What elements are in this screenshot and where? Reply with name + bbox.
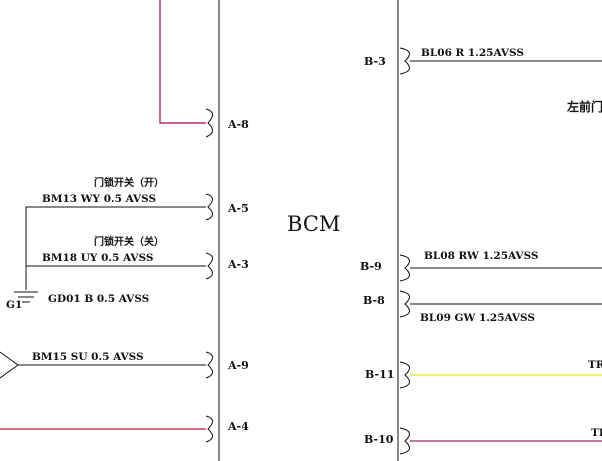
note-a3: 门锁开关（关） (94, 235, 164, 248)
connector-b8 (399, 290, 410, 318)
pin-label-b11: B-11 (365, 368, 394, 381)
pin-label-b8: B-8 (363, 294, 385, 307)
pin-a4: A-4 (0, 415, 249, 443)
pin-label-b9: B-9 (360, 260, 382, 273)
pin-a5: A-5 BM13 WY 0.5 AVSS 门锁开关（开） (25, 176, 249, 290)
wire-label-b8: BL09 GW 1.25AVSS (420, 312, 535, 324)
pin-label-a5: A-5 (227, 202, 249, 215)
bcm-module-title: BCM (287, 212, 340, 236)
wire-label-a5: BM13 WY 0.5 AVSS (42, 193, 156, 205)
pin-b3: B-3 BL06 R 1.25AVSS (364, 47, 602, 75)
connector-a4 (205, 415, 213, 443)
connector-b10 (399, 427, 410, 455)
wire-label-b11: TR (588, 359, 602, 371)
note-a5: 门锁开关（开） (94, 176, 164, 189)
pin-label-a9: A-9 (227, 359, 249, 372)
pin-a3: A-3 BM18 UY 0.5 AVSS 门锁开关（关） (26, 235, 249, 280)
wire-a8 (159, 0, 206, 124)
pin-label-a3: A-3 (227, 258, 249, 271)
wire-label-a3: BM18 UY 0.5 AVSS (42, 252, 153, 264)
door-module-label: 左前门 (566, 99, 602, 114)
connector-b3 (399, 47, 410, 75)
wire-label-b9: BL08 RW 1.25AVSS (424, 250, 539, 262)
wire-a5 (25, 206, 206, 290)
wire-label-b3: BL06 R 1.25AVSS (421, 47, 524, 59)
pin-label-a8: A-8 (227, 118, 249, 131)
ground-g1: G1 GD01 B 0.5 AVSS (6, 291, 149, 311)
connector-a8 (205, 108, 213, 138)
pin-label-b3: B-3 (364, 55, 386, 68)
pin-b11: B-11 TR (365, 359, 602, 389)
pin-label-b10: B-10 (364, 433, 394, 446)
ground-wire-label: GD01 B 0.5 AVSS (48, 293, 149, 305)
pin-a9: A-9 BM15 SU 0.5 AVSS (0, 351, 249, 379)
connector-b11 (399, 361, 410, 389)
connector-a5 (205, 193, 213, 221)
wire-label-b10: TR (591, 427, 602, 439)
connector-a3 (205, 252, 213, 280)
pin-label-a4: A-4 (227, 420, 249, 433)
ground-ref: G1 (6, 299, 22, 311)
wire-a9-arrow (0, 351, 19, 379)
connector-b9 (399, 254, 410, 282)
connector-a9 (205, 351, 213, 379)
pin-a8: A-8 (159, 0, 249, 138)
pin-b8: B-8 BL09 GW 1.25AVSS (363, 290, 602, 324)
pin-b9: B-9 BL08 RW 1.25AVSS (360, 250, 602, 282)
pin-b10: B-10 TR (364, 427, 602, 455)
wire-label-a9: BM15 SU 0.5 AVSS (32, 351, 144, 363)
